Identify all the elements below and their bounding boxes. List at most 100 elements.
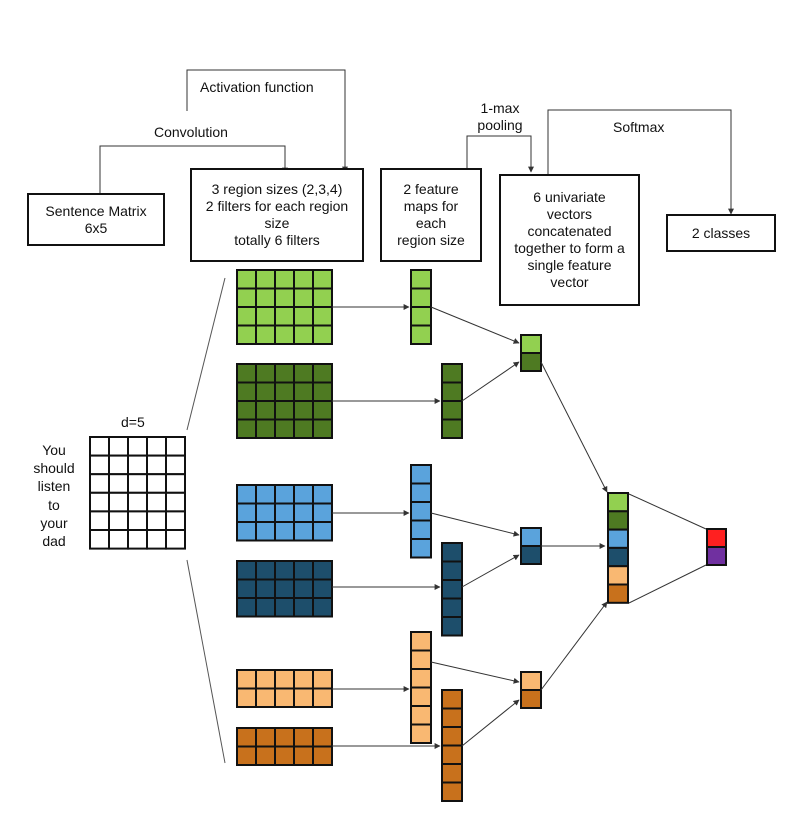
filter-size4-b-cell [236, 381, 257, 402]
sentence-word: your [40, 514, 68, 531]
feature-map-size4-a-cell [410, 287, 432, 308]
filter-size3-b-cell [293, 560, 314, 581]
sentence-matrix-cell [89, 473, 110, 494]
filter-size4-a-cell [255, 306, 276, 327]
filter-size3-a-cell [312, 521, 333, 542]
filter-size3-b-cell [312, 578, 333, 599]
filter-size3-b-cell [236, 578, 257, 599]
filter-size4-a-cell [255, 269, 276, 290]
output-classes [706, 528, 727, 566]
feature-map-size3-a-cell [410, 538, 432, 559]
feature-map-size2-a-cell [410, 649, 432, 670]
feature-map-size2-b-cell [441, 689, 463, 710]
filter-size2-b-cell [274, 727, 295, 748]
pooled-green-top-cell [520, 334, 542, 354]
sentence-word: dad [42, 533, 66, 550]
concatenated-vector [607, 492, 629, 604]
sentence-matrix-cell [127, 473, 148, 494]
sentence-matrix-cell [108, 436, 129, 457]
filter-size4-b-cell [255, 418, 276, 439]
filter-size4-b-cell [274, 381, 295, 402]
feature-map-size4-a-cell [410, 324, 432, 345]
filter-size4-b-cell [312, 400, 333, 421]
filter-size2-a-cell [255, 687, 276, 708]
sentence-matrix-cell [127, 510, 148, 531]
sentence-matrix-cell [127, 491, 148, 513]
filter-size4-b [236, 363, 333, 439]
filter-size2-b [236, 727, 333, 766]
feature-maps-box: 2 feature maps for each region size [380, 168, 482, 262]
feature-map-size3-b-cell [441, 579, 463, 600]
filter-size4-a-cell [255, 324, 276, 345]
feature-map-size3-a-cell [410, 464, 432, 485]
classes-box: 2 classes [666, 214, 776, 252]
concat-cell-1 [607, 492, 629, 513]
sentence-matrix-cell [127, 529, 148, 550]
filter-size2-a-cell [293, 669, 314, 690]
sentence-matrix-cell [146, 454, 167, 476]
filter-size3-b-cell [293, 578, 314, 599]
filter-size4-a-cell [312, 324, 333, 345]
one-max-pooling-label: 1-max pooling [477, 100, 523, 133]
filter-size3-b-cell [312, 560, 333, 581]
feature-map-size3-b-cell [441, 560, 463, 581]
filter-size3-b-cell [255, 560, 276, 581]
sentence-matrix-cell [108, 473, 129, 494]
activation-arrow [186, 69, 348, 173]
sentence-matrix-cell [89, 436, 110, 457]
sentence-matrix-cell [165, 491, 186, 513]
sentence-matrix [89, 436, 186, 550]
sentence-matrix-grid [89, 436, 186, 550]
feature-map-size3-a-cell [410, 501, 432, 522]
filter-size3-a-cell [255, 484, 276, 505]
filter-size4-a [236, 269, 333, 345]
flow-arrows [332, 304, 608, 749]
filter-size4-b-cell [312, 418, 333, 439]
filter-size2-a-cell [274, 687, 295, 708]
feature-map-size4-b-cell [441, 418, 463, 439]
softmax-arrow [547, 109, 734, 215]
feature-map-size4-b-cell [441, 363, 463, 384]
filter-size2-b-cell [236, 727, 257, 748]
filter-size4-a-cell [293, 269, 314, 290]
sentence-matrix-cell [165, 510, 186, 531]
filter-size4-b-cell [293, 363, 314, 384]
filter-size3-a-cell [293, 502, 314, 523]
filter-size4-b-cell [312, 381, 333, 402]
concat-cell-5 [607, 565, 629, 586]
feature-map-size4-a-cell [410, 306, 432, 327]
filter-size3-b-cell [236, 560, 257, 581]
sentence-matrix-cell [165, 473, 186, 494]
feature-map-size2-a-cell [410, 723, 432, 744]
filter-size3-a-cell [274, 521, 295, 542]
filter-size3-a-cell [293, 484, 314, 505]
feature-map-size3-a-cell [410, 482, 432, 503]
filter-size4-a-cell [312, 306, 333, 327]
feature-map-size2-a-cell [410, 631, 432, 652]
feature-map-size2-b-cell [441, 781, 463, 802]
sentence-matrix-cell [146, 473, 167, 494]
feature-map-size4-b [441, 363, 463, 439]
feature-maps [410, 269, 463, 802]
filter-size4-a-cell [255, 287, 276, 308]
sentence-matrix-cell [146, 510, 167, 531]
pooled-blue-bottom-cell [520, 545, 542, 565]
filter-size3-a-cell [236, 502, 257, 523]
filter-size4-a-cell [274, 269, 295, 290]
univariate-vectors-box: 6 univariate vectors concatenated togeth… [499, 174, 640, 306]
pooled-green-bottom-cell [520, 352, 542, 372]
filter-size4-b-cell [274, 363, 295, 384]
sentence-matrix-cell [146, 529, 167, 550]
sentence-matrix-cell [127, 454, 148, 476]
class-1-cell [706, 528, 727, 548]
filter-size4-a-cell [293, 287, 314, 308]
sentence-matrix-cell [108, 510, 129, 531]
sentence-word: You [42, 442, 66, 458]
feature-map-size2-b [441, 689, 463, 802]
filter-size2-a-cell [312, 669, 333, 690]
output-lines [628, 493, 707, 604]
class-2 [706, 546, 727, 566]
filter-size4-b-cell [255, 363, 276, 384]
